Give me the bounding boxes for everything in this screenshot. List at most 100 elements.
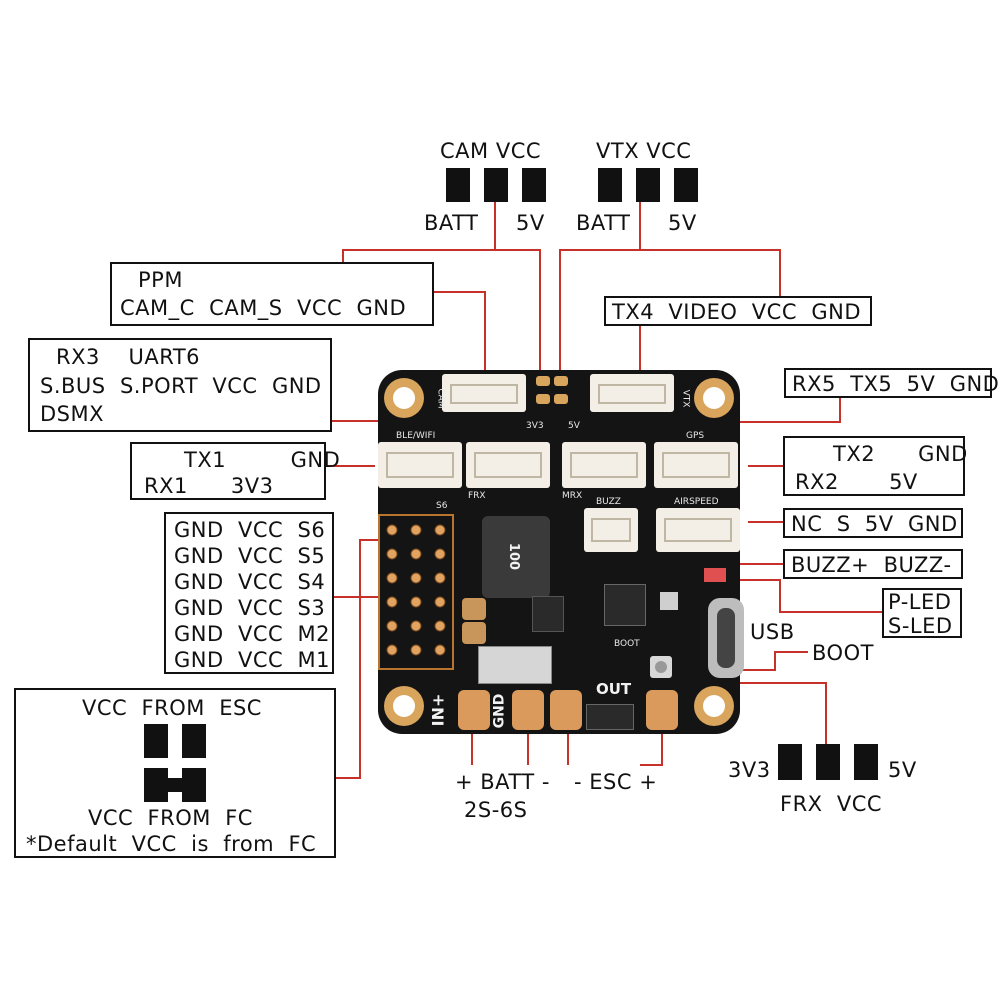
frx-vcc-title: FRX VCC [780, 792, 883, 816]
silk-s6: S6 [436, 501, 448, 511]
jumper-pad [182, 768, 206, 802]
regulator-chip [532, 596, 564, 632]
silk-in-plus: IN+ [428, 693, 448, 727]
ppm-label: PPM [138, 268, 183, 292]
vcc-from-esc-label: VCC FROM ESC [82, 696, 262, 720]
vtx-vcc-jumper [598, 168, 698, 202]
pcb-board: 100 CAM VTX 3V3 5V BLE/WIFI GPS S6 FRX M… [378, 370, 744, 734]
jumper-pad [182, 724, 206, 758]
wire-cam-vcc [494, 200, 541, 390]
vtx-vcc-batt-label: BATT [576, 211, 631, 235]
inductor: 100 [482, 516, 550, 598]
esc-plus-pad [646, 690, 678, 730]
servo-row-s3: GND VCC S3 [174, 596, 326, 620]
silk-gps: GPS [686, 431, 705, 441]
jumper-pad [522, 168, 546, 202]
uart5-box: RX5 TX5 5V GND [784, 368, 999, 398]
fuse [478, 646, 552, 684]
uart6-pins-label: S.BUS S.PORT VCC GND [40, 374, 322, 398]
jumper-pad [636, 168, 660, 202]
boot-label: BOOT [812, 641, 874, 665]
jumper-pad [854, 744, 878, 780]
uart2-top-label: TX2 GND [833, 442, 968, 466]
uart1-top-label: TX1 GND [184, 448, 341, 472]
cam-vcc-5v-label: 5V [516, 211, 545, 235]
silk-buzz: BUZZ [596, 497, 621, 507]
mount-hole [694, 686, 734, 726]
servo-box: GND VCC S6 GND VCC S5 GND VCC S4 GND VCC… [164, 512, 334, 674]
jumper-bridge [168, 778, 182, 792]
silk-3v3: 3V3 [526, 421, 544, 431]
uart6-label: RX3 UART6 [56, 345, 201, 369]
buzz-connector [584, 508, 638, 552]
vtx-vcc-5v-label: 5V [668, 211, 697, 235]
jumper-pad [816, 744, 840, 780]
vtx-vcc-title: VTX VCC [596, 139, 692, 163]
mount-hole [694, 378, 734, 418]
wire-ppm-top [342, 249, 495, 262]
jumper-pad [446, 168, 470, 202]
ble-wifi-connector [378, 442, 462, 488]
servo-row-s4: GND VCC S4 [174, 570, 326, 594]
servo-row-s6: GND VCC S6 [174, 518, 326, 542]
inductor-marking: 100 [506, 542, 522, 571]
batt-label: + BATT - [455, 770, 550, 794]
uart6-box: RX3 UART6 S.BUS S.PORT VCC GND DSMX [28, 338, 332, 432]
airspeed-box: NC S 5V GND [783, 508, 963, 538]
silk-vtx: VTX [680, 389, 691, 408]
diode [586, 704, 634, 730]
gps-connector [654, 442, 738, 488]
s-led-label: S-LED [888, 614, 953, 638]
capacitor [462, 622, 486, 644]
servo-pins [386, 524, 446, 656]
silk-frx: FRX [468, 491, 486, 501]
servo-header [378, 514, 454, 670]
batt-minus-pad [512, 690, 544, 730]
servo-row-m2: GND VCC M2 [174, 622, 331, 646]
vcc-default-note: *Default VCC is from FC [26, 832, 317, 856]
silk-boot: BOOT [614, 639, 640, 649]
wire-ppm-cam [433, 291, 486, 372]
mrx-connector [562, 442, 646, 488]
silk-ble-wifi: BLE/WIFI [396, 431, 436, 441]
cam-vcc-batt-label: BATT [424, 211, 479, 235]
jumper-pad [598, 168, 622, 202]
buzz-pins-label: BUZZ+ BUZZ- [791, 553, 952, 577]
silk-mrx: MRX [562, 491, 583, 501]
servo-row-s5: GND VCC S5 [174, 544, 326, 568]
airspeed-connector [656, 508, 740, 552]
wire-vtx-vcc [559, 200, 641, 390]
cam-connector [442, 374, 526, 412]
ppm-pins-label: CAM_C CAM_S VCC GND [120, 296, 407, 320]
wire-esc-plus [640, 730, 663, 766]
airspeed-pins-label: NC S 5V GND [791, 512, 958, 536]
sensor-chip [660, 592, 678, 610]
esc-minus-pad [550, 690, 582, 730]
uart2-bottom-label: RX2 5V [795, 470, 918, 494]
vcc-select-box: VCC FROM ESC VCC FROM FC *Default VCC is… [14, 688, 336, 858]
esc-label: - ESC + [574, 770, 658, 794]
led-indicator [704, 568, 726, 582]
silk-gnd: GND [491, 693, 508, 729]
uart1-bottom-label: RX1 3V3 [144, 474, 274, 498]
tx4-pins-label: TX4 VIDEO VCC GND [612, 300, 861, 324]
vcc-from-fc-label: VCC FROM FC [88, 806, 253, 830]
frx-3v3-label: 3V3 [728, 758, 771, 782]
uart5-pins-label: RX5 TX5 5V GND [792, 372, 1000, 396]
uart6-dsmx-label: DSMX [40, 402, 105, 426]
cam-vcc-title: CAM VCC [440, 139, 542, 163]
usb-port [708, 598, 744, 678]
wire-tx4-top [640, 249, 781, 296]
silk-5v: 5V [568, 421, 580, 431]
vcc-select-jumper-top [144, 724, 206, 758]
silk-airspeed: AIRSPEED [674, 497, 719, 507]
silk-cam: CAM [435, 388, 446, 409]
uart1-box: TX1 GND RX1 3V3 [130, 442, 340, 500]
p-led-label: P-LED [888, 590, 952, 614]
silk-out: OUT [596, 680, 632, 698]
servo-row-m1: GND VCC M1 [174, 648, 331, 672]
jumper-pad [778, 744, 802, 780]
frx-vcc-jumper [778, 744, 878, 780]
jumper-pad [484, 168, 508, 202]
